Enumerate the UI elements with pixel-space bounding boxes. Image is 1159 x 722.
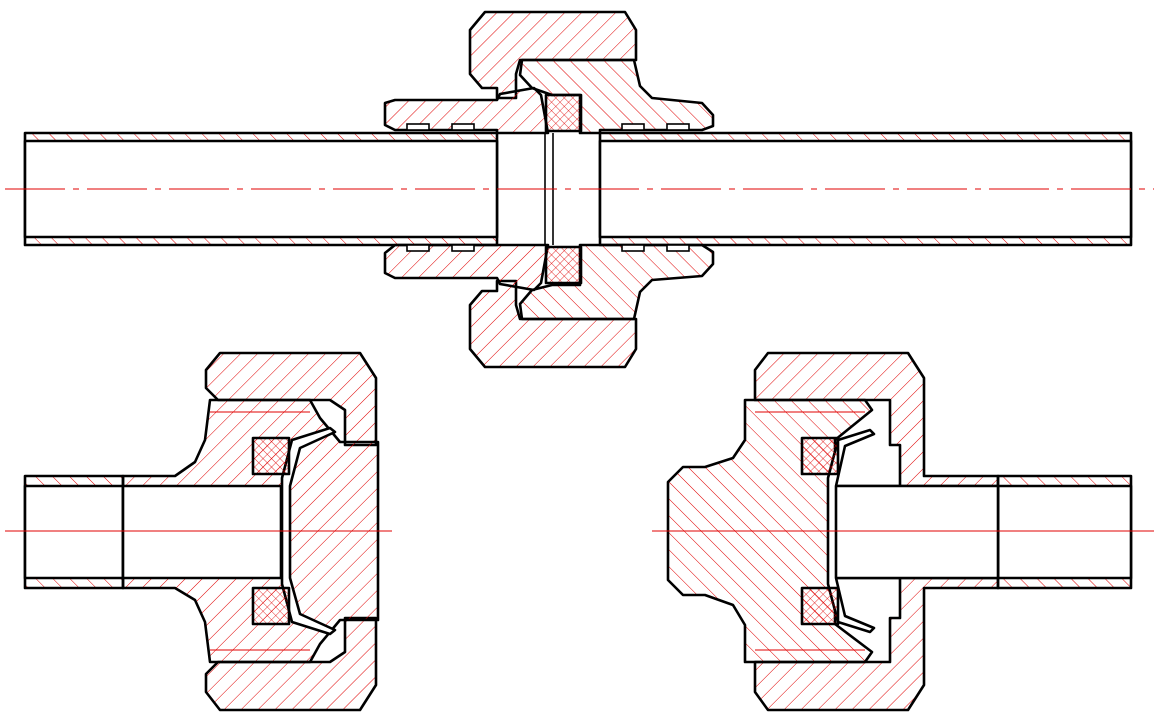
o-ring-upper (544, 93, 583, 133)
assembled-union-view (5, 10, 1154, 369)
right-o-ring-lower (800, 586, 840, 626)
left-fitting-upper (383, 86, 550, 135)
right-fitting-bore (833, 484, 1000, 580)
left-pipe-stub (23, 474, 125, 590)
left-o-ring-lower (251, 586, 291, 626)
left-taper (280, 426, 337, 636)
left-exploded-view (5, 351, 392, 712)
thread-grooves (406, 123, 690, 252)
left-fitting-bore (121, 484, 283, 580)
right-fitting-lower (518, 243, 715, 321)
o-ring-lower (544, 245, 583, 285)
right-fitting-upper (518, 58, 715, 135)
left-o-ring-upper (251, 436, 291, 476)
right-exploded-view (652, 351, 1154, 712)
right-pipe-stub (996, 474, 1133, 590)
right-o-ring-upper (800, 436, 840, 476)
left-union-nut-lower (204, 616, 378, 712)
